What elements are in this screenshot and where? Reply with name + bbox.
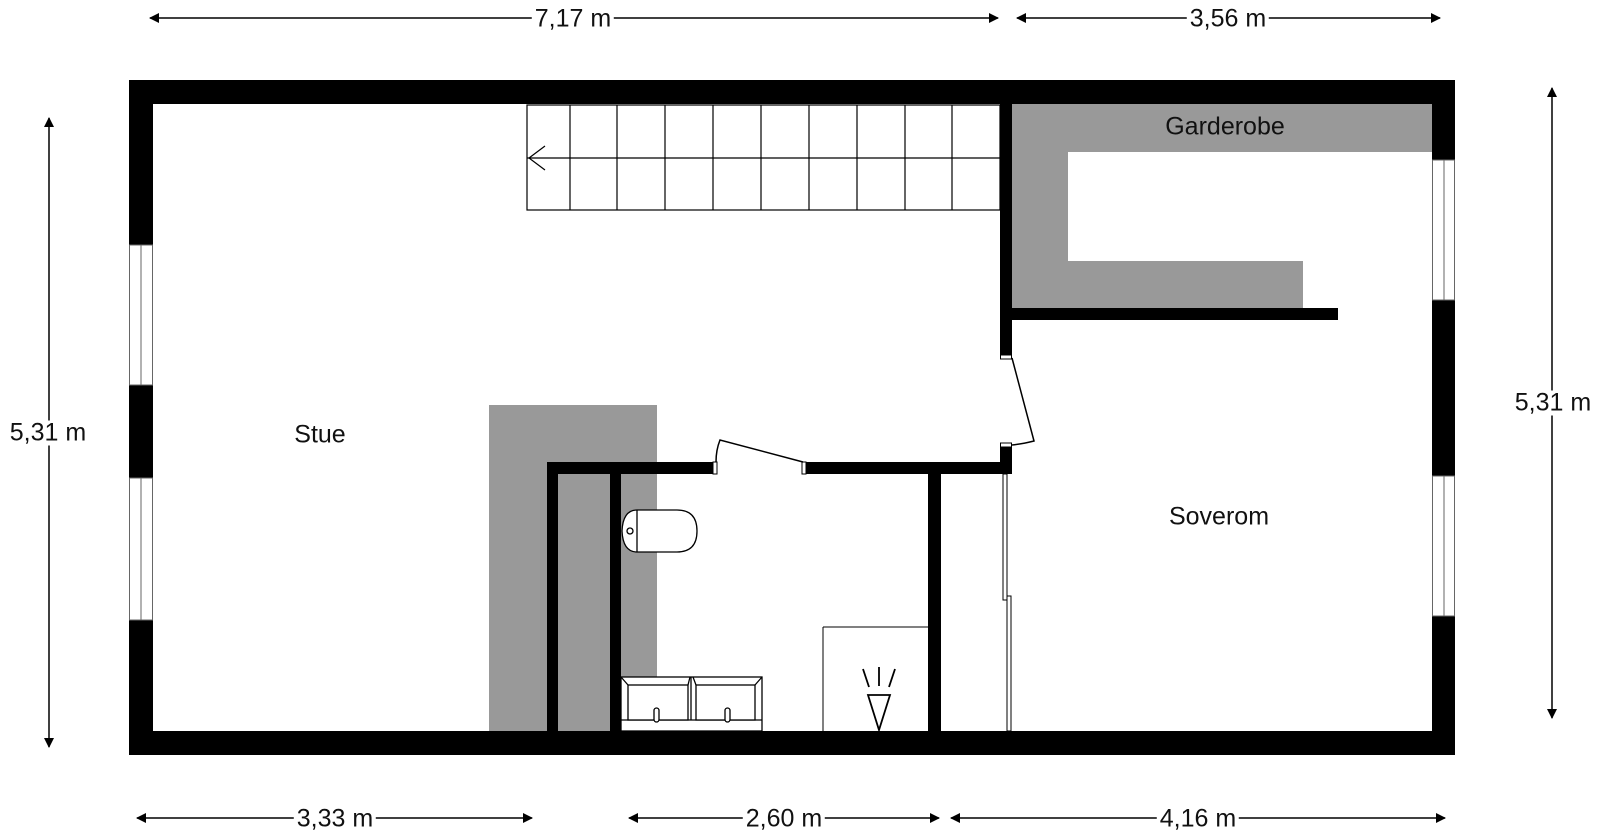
interior-walls: [547, 104, 1338, 731]
outer-walls: [129, 80, 1455, 755]
staircase: [526, 104, 1001, 211]
room-label-stue: Stue: [294, 420, 346, 449]
windows: [129, 159, 1455, 621]
dimension-left: 5,31 m: [6, 420, 90, 446]
sliding-door: [1002, 473, 1012, 732]
dimension-bottom-right: 4,16 m: [1156, 806, 1240, 832]
shower-head-icon: [862, 667, 896, 734]
shower-enclosure: [822, 626, 928, 731]
double-sink-icon: [620, 676, 763, 732]
dimension-top-left: 7,17 m: [531, 6, 615, 32]
dimension-right: 5,31 m: [1511, 390, 1595, 416]
dimension-top-right: 3,56 m: [1186, 6, 1270, 32]
door-soverom: [1011, 357, 1035, 446]
dimension-bottom-middle: 2,60 m: [742, 806, 826, 832]
dimension-bottom-left: 3,33 m: [293, 806, 377, 832]
toilet-icon: [621, 509, 698, 553]
door-bathroom: [715, 439, 804, 463]
garderobe-cabinet: [1012, 104, 1432, 308]
room-label-garderobe: Garderobe: [1165, 112, 1285, 141]
arrow-left-icon: [528, 145, 546, 171]
room-label-soverom: Soverom: [1168, 502, 1270, 531]
